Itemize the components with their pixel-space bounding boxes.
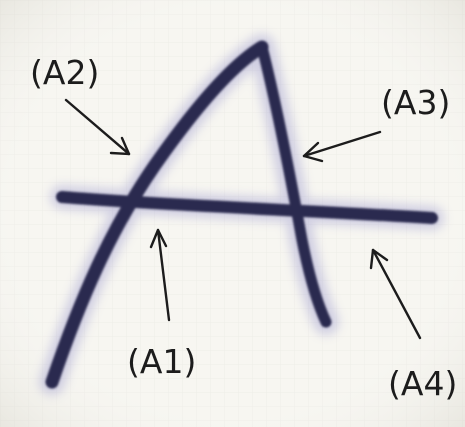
right-stroke (256, 41, 332, 328)
label-a3: (A3) (381, 83, 451, 122)
arrow-a3 (302, 130, 382, 163)
label-a1: (A1) (127, 342, 197, 381)
arrow-a2 (64, 98, 131, 156)
label-a4: (A4) (388, 364, 458, 403)
arrow-a4 (369, 248, 422, 340)
left-stroke (45, 40, 269, 389)
cross-bar (56, 191, 438, 224)
label-a2: (A2) (30, 53, 100, 92)
arrow-a1 (149, 228, 171, 322)
